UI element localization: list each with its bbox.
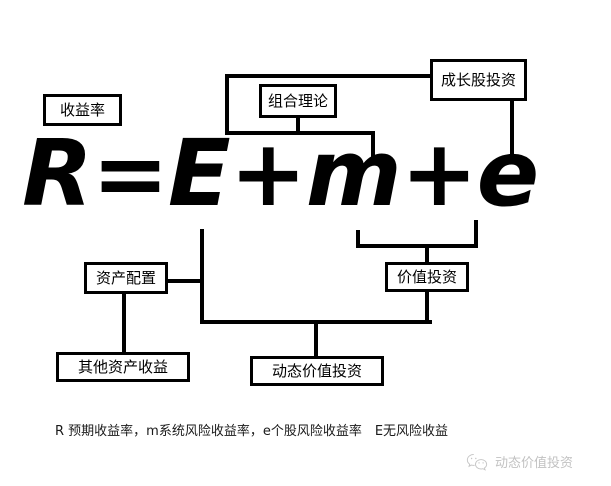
node-other-asset-return[interactable]: 其他资产收益 (56, 352, 190, 382)
connector-bus-to-dynamic (314, 320, 318, 356)
formula-expression: R=E+m+e (22, 120, 539, 227)
connector-value-to-bottom (425, 292, 429, 324)
node-dynamic-value-label: 动态价值投资 (271, 361, 362, 380)
formula-legend-caption: R 预期收益率，m系统风险收益率，e个股风险收益率 E无风险收益 (55, 424, 449, 439)
watermark-label: 动态价值投资 (495, 456, 574, 471)
connector-top-bus (225, 74, 432, 78)
node-value-investing[interactable]: 价值投资 (385, 262, 469, 292)
watermark: 动态价值投资 (466, 452, 573, 471)
node-value-investing-label: 价值投资 (396, 267, 457, 286)
node-portfolio-theory[interactable]: 组合理论 (259, 84, 337, 118)
connector-portfolio-drop (296, 118, 300, 135)
node-asset-allocation-label: 资产配置 (95, 268, 156, 287)
connector-e-to-value-bus (474, 220, 478, 248)
connector-bus-to-m (371, 131, 375, 160)
connector-e-down (200, 229, 204, 324)
node-asset-allocation[interactable]: 资产配置 (84, 262, 168, 294)
connector-bus-to-value (425, 244, 429, 264)
connector-asset-to-other (122, 294, 126, 352)
node-other-asset-return-label: 其他资产收益 (77, 357, 168, 376)
node-rate-of-return-label: 收益率 (59, 100, 105, 119)
connector-left-vertical (225, 74, 229, 135)
connector-second-bus (225, 131, 375, 135)
node-dynamic-value[interactable]: 动态价值投资 (250, 356, 384, 386)
wechat-icon (466, 453, 488, 471)
node-growth-stock-label: 成长股投资 (440, 70, 516, 89)
connector-growth-to-e (510, 101, 514, 157)
node-rate-of-return[interactable]: 收益率 (43, 94, 122, 126)
node-growth-stock[interactable]: 成长股投资 (430, 59, 527, 101)
connector-m-down (356, 230, 360, 248)
connector-asset-allocation-join (168, 279, 204, 283)
connector-value-bus (356, 244, 478, 248)
node-portfolio-theory-label: 组合理论 (267, 91, 328, 110)
